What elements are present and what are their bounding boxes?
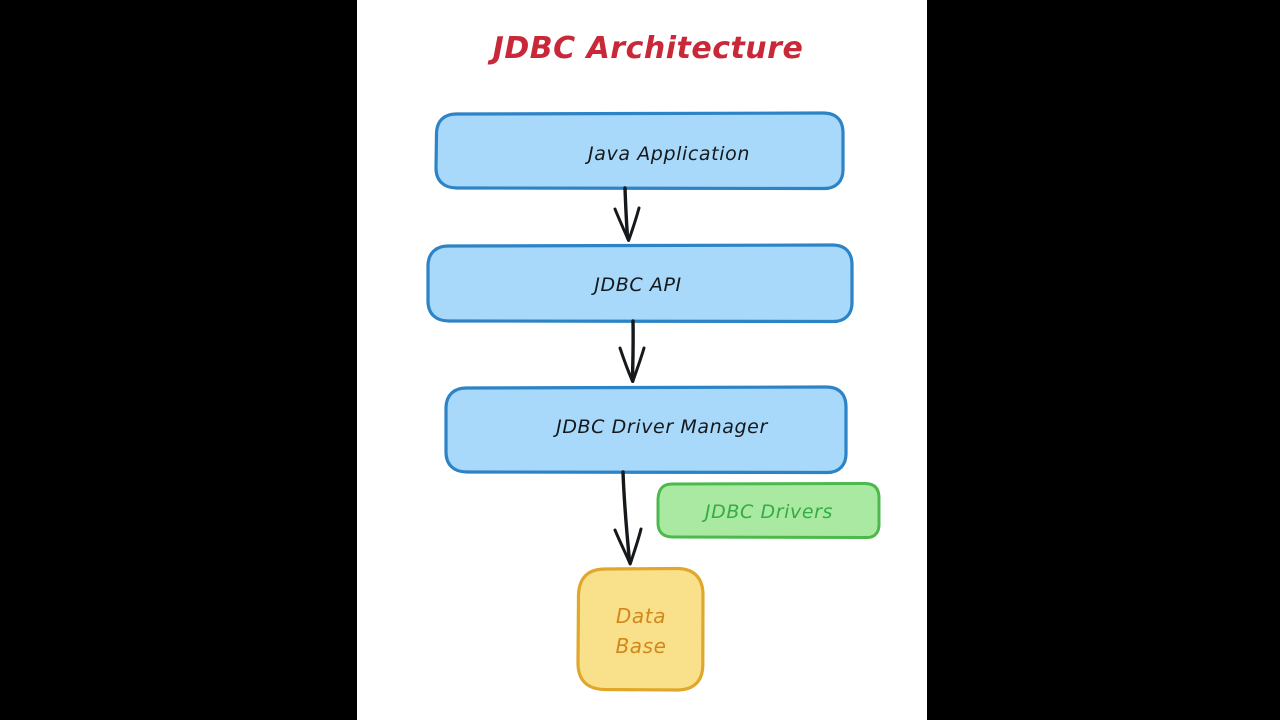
node-shape-java-application xyxy=(434,111,845,191)
letterbox-bar-left xyxy=(0,0,357,720)
node-label-jdbc-driver-manager: JDBC Driver Manager xyxy=(552,416,768,438)
node-shape-jdbc-api xyxy=(426,243,854,324)
node-shape-jdbc-drivers xyxy=(656,482,881,539)
node-jdbc-drivers[interactable]: JDBC Drivers xyxy=(656,482,881,539)
node-jdbc-driver-manager[interactable]: JDBC Driver Manager xyxy=(444,385,848,475)
node-label-java-application: Java Application xyxy=(584,143,750,165)
letterbox-bar-right xyxy=(927,0,1280,720)
edge-api-to-manager xyxy=(618,319,646,383)
edge-manager-to-database xyxy=(613,470,643,566)
node-java-application[interactable]: Java Application xyxy=(434,111,845,191)
node-shape-jdbc-driver-manager xyxy=(444,385,848,475)
node-label-jdbc-api: JDBC API xyxy=(590,274,681,296)
node-shape-database xyxy=(576,566,705,692)
node-database[interactable]: Data Base xyxy=(576,566,705,692)
node-label-database-line-2: Base xyxy=(615,634,666,658)
node-label-jdbc-drivers: JDBC Drivers xyxy=(701,501,833,523)
page-title: JDBC Architecture xyxy=(488,31,804,66)
edge-app-to-api xyxy=(613,186,641,242)
node-label-database-line-1: Data xyxy=(616,604,666,628)
node-jdbc-api[interactable]: JDBC API xyxy=(426,243,854,324)
